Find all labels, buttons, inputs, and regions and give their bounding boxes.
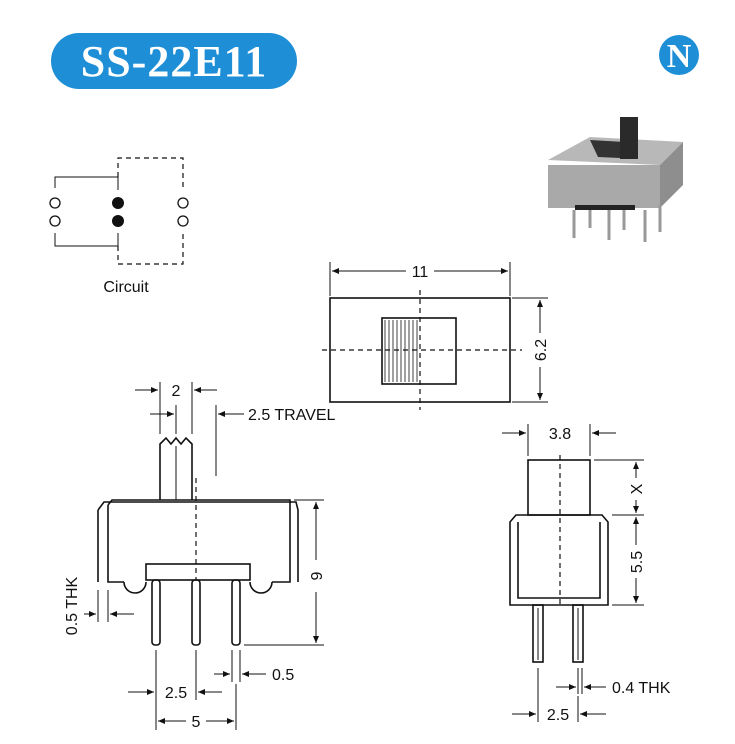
end-width-label: 3.8 <box>549 426 571 443</box>
pin-pitch-label: 2.5 <box>165 685 187 702</box>
product-photo <box>548 117 683 242</box>
logo-letter: N <box>667 38 692 75</box>
pin-thickness-label: 0.4 THK <box>612 680 671 697</box>
top-height-label: 6.2 <box>533 339 550 361</box>
pin-span-label: 5 <box>192 714 201 731</box>
body-height-label: 5.5 <box>629 551 646 573</box>
circuit-label: Circuit <box>103 279 149 296</box>
part-number-title: SS-22E11 <box>80 36 268 86</box>
brand-logo: N <box>659 35 699 75</box>
part-number-badge: SS-22E11 <box>51 33 297 89</box>
actuator-width-label: 2 <box>172 383 181 400</box>
thickness-label: 0.5 THK <box>64 576 81 635</box>
top-width-label: 11 <box>412 264 429 281</box>
end-pin-pitch-label: 2.5 <box>547 707 569 724</box>
travel-label: 2.5 TRAVEL <box>248 407 336 424</box>
height-label: 9 <box>309 571 326 580</box>
pin-width-label: 0.5 <box>272 667 294 684</box>
side-view: 2 2.5 TRAVEL 9 0.5 THK 0.5 2.5 5 <box>64 382 336 731</box>
actuator-height-label: X <box>629 483 646 494</box>
end-view: 3.8 X 5.5 0.4 THK 2.5 <box>502 424 671 724</box>
top-view: 11 6.2 <box>322 262 550 410</box>
circuit-diagram: Circuit <box>49 157 189 296</box>
